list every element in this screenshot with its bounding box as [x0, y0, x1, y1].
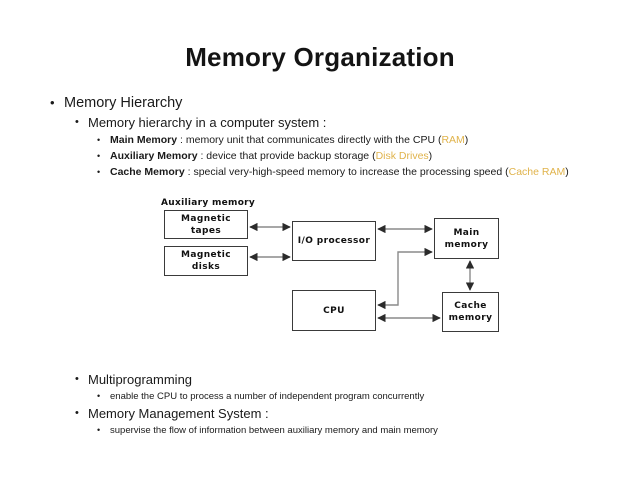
bullet-text-run: Memory Management System :: [88, 406, 269, 421]
bullet-bottom-item: • Multiprogramming: [0, 370, 640, 389]
bullet-text-run: : special very-high-speed memory to incr…: [184, 166, 509, 178]
bullet-text-run: ): [428, 150, 433, 162]
bullet-highlight: Disk Drives: [375, 150, 429, 162]
bullet-bottom-item: • enable the CPU to process a number of i…: [0, 389, 640, 404]
bullet-top-item-text: Main Memory : memory unit that communica…: [110, 132, 468, 148]
bullet-bottom-item: • supervise the flow of information betwe…: [0, 423, 640, 438]
bullet-list-top: • Memory Hierarchy • Memory hierarchy in a …: [0, 93, 640, 180]
bullet-top-item-text: Memory hierarchy in a computer system :: [88, 113, 326, 132]
bullet-text-run: ): [464, 134, 469, 146]
bullet-marker-icon: •: [97, 425, 101, 435]
bullet-bottom-item-text: enable the CPU to process a number of in…: [110, 389, 424, 404]
diagram-group-label-auxiliary-memory: Auxiliary memory: [161, 198, 256, 208]
bullet-top-item: • Memory hierarchy in a computer system :: [0, 113, 640, 132]
bullet-bottom-item-text: supervise the flow of information betwee…: [110, 423, 438, 438]
bullet-term: Main Memory: [110, 134, 178, 146]
bullet-top-item: • Auxiliary Memory : device that provide …: [0, 148, 640, 164]
bullet-marker-icon: •: [75, 407, 79, 419]
bullet-top-item: • Memory Hierarchy: [0, 93, 640, 113]
bullet-term: Cache Memory: [110, 166, 185, 178]
bullet-marker-icon: •: [75, 116, 79, 128]
bullet-text-run: : memory unit that communicates directly…: [177, 134, 442, 146]
bullet-top-item-text: Memory Hierarchy: [64, 93, 182, 113]
bullet-text-run: Multiprogramming: [88, 372, 193, 387]
diagram-box-io-processor: I/O processor: [292, 221, 376, 261]
bullet-marker-icon: •: [50, 95, 55, 110]
bullet-text-run: supervise the flow of information betwee…: [110, 425, 438, 436]
bullet-marker-icon: •: [97, 391, 101, 401]
bullet-text-run: : device that provide backup storage (: [197, 150, 376, 162]
bullet-list-bottom: • Multiprogramming • enable the CPU to proc…: [0, 370, 640, 438]
bullet-marker-icon: •: [97, 151, 101, 161]
bullet-marker-icon: •: [97, 135, 101, 145]
bullet-top-item: • Cache Memory : special very-high-speed …: [0, 164, 640, 180]
bullet-marker-icon: •: [75, 373, 79, 385]
bullet-text-run: ): [565, 166, 569, 178]
bullet-bottom-item: • Memory Management System :: [0, 404, 640, 423]
bullet-highlight: Cache RAM: [508, 166, 566, 178]
page-title: Memory Organization: [185, 42, 455, 72]
bullet-top-item: • Main Memory : memory unit that communic…: [0, 132, 640, 148]
bullet-top-item-text: Auxiliary Memory : device that provide b…: [110, 148, 432, 164]
bullet-text-run: enable the CPU to process a number of in…: [110, 391, 425, 402]
bullet-bottom-item-text: Multiprogramming: [88, 370, 192, 389]
bullet-term: Auxiliary Memory: [110, 150, 198, 162]
bullet-text-run: Memory Hierarchy: [64, 95, 183, 111]
bullet-marker-icon: •: [97, 167, 101, 177]
bullet-top-item-text: Cache Memory : special very-high-speed m…: [110, 164, 569, 180]
bullet-text-run: Memory hierarchy in a computer system :: [88, 115, 327, 130]
connector-cpu-to-main: [377, 247, 433, 310]
bullet-highlight: RAM: [441, 134, 465, 146]
diagram-box-cpu: CPU: [292, 290, 376, 331]
bullet-bottom-item-text: Memory Management System :: [88, 404, 269, 423]
